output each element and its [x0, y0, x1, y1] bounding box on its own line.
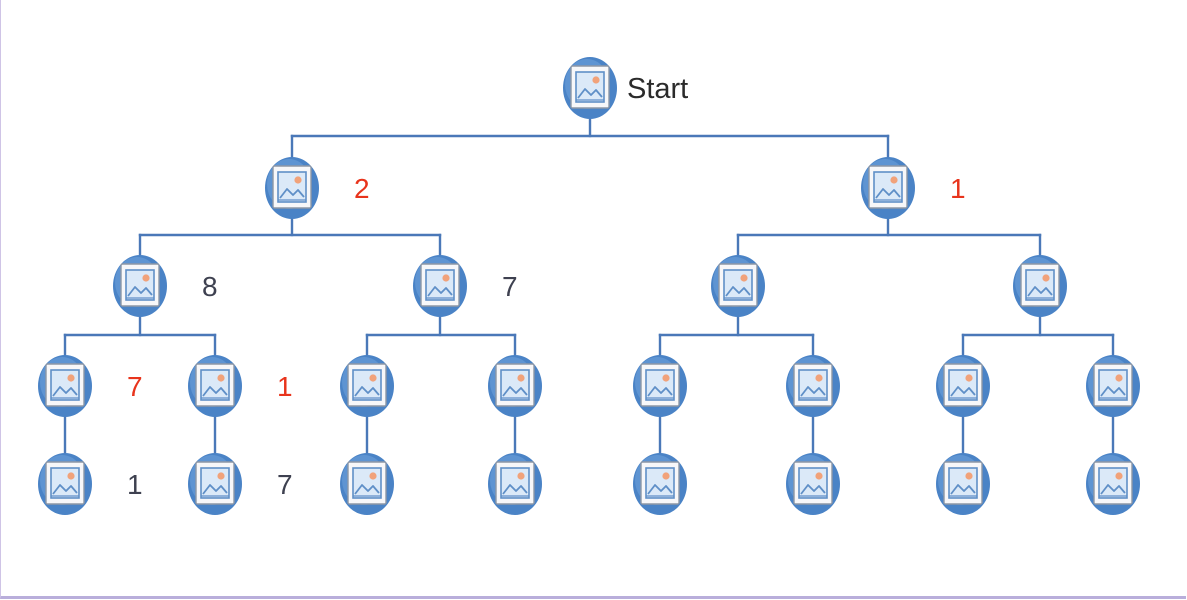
picture-icon	[195, 461, 235, 505]
picture-icon	[45, 363, 85, 407]
tree-node	[861, 157, 915, 219]
picture-icon	[495, 363, 535, 407]
tree-node	[340, 355, 394, 417]
tree-node	[38, 355, 92, 417]
tree-edges	[63, 116, 1115, 456]
node-label: 7	[127, 371, 143, 402]
node-label: 1	[950, 173, 966, 204]
picture-icon	[640, 461, 680, 505]
tree-nodes: Start 2 1 8 7 7 1 1 7	[38, 57, 1140, 515]
tree-node	[563, 57, 617, 119]
tree-node	[786, 355, 840, 417]
tree-node	[488, 355, 542, 417]
picture-icon	[718, 263, 758, 307]
tree-node	[786, 453, 840, 515]
tree-node	[413, 255, 467, 317]
picture-icon	[1020, 263, 1060, 307]
tree-node	[1013, 255, 1067, 317]
picture-icon	[45, 461, 85, 505]
tree-node	[711, 255, 765, 317]
picture-icon	[1093, 461, 1133, 505]
picture-icon	[793, 363, 833, 407]
node-label: 1	[127, 469, 143, 500]
tree-node	[633, 355, 687, 417]
tree-node	[340, 453, 394, 515]
tree-node	[936, 355, 990, 417]
picture-icon	[347, 461, 387, 505]
picture-icon	[943, 363, 983, 407]
tree-node	[936, 453, 990, 515]
start-label: Start	[627, 73, 688, 105]
picture-icon	[495, 461, 535, 505]
picture-icon	[195, 363, 235, 407]
node-label: 7	[502, 271, 518, 302]
picture-icon	[120, 263, 160, 307]
tree-node	[38, 453, 92, 515]
tree-node	[265, 157, 319, 219]
picture-icon	[420, 263, 460, 307]
picture-icon	[943, 461, 983, 505]
picture-icon	[570, 65, 610, 109]
tree-node	[188, 453, 242, 515]
picture-icon	[1093, 363, 1133, 407]
picture-icon	[347, 363, 387, 407]
node-label: 1	[277, 371, 293, 402]
picture-icon	[868, 165, 908, 209]
tree-node	[113, 255, 167, 317]
node-label: 8	[202, 271, 218, 302]
tree-node	[488, 453, 542, 515]
picture-icon	[272, 165, 312, 209]
tree-node	[1086, 355, 1140, 417]
tree-node	[1086, 453, 1140, 515]
tree-node	[188, 355, 242, 417]
picture-icon	[793, 461, 833, 505]
tree-node	[633, 453, 687, 515]
node-label: 7	[277, 469, 293, 500]
picture-icon	[640, 363, 680, 407]
node-label: 2	[354, 173, 370, 204]
